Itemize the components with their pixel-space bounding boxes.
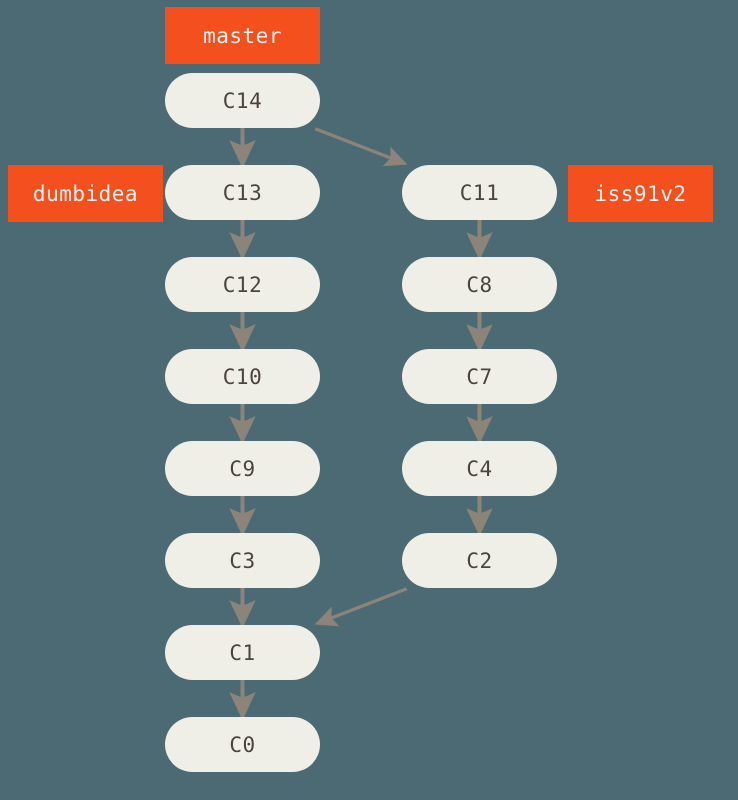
commit-node-c11[interactable]: C11 (402, 165, 557, 220)
commit-node-label: C8 (466, 272, 493, 297)
commit-node-c4[interactable]: C4 (402, 441, 557, 496)
commit-node-label: C7 (466, 364, 493, 389)
commit-node-label: C3 (229, 548, 256, 573)
commit-node-c3[interactable]: C3 (165, 533, 320, 588)
commit-node-c7[interactable]: C7 (402, 349, 557, 404)
ref-label-dumbidea[interactable]: dumbidea (8, 165, 163, 222)
commit-node-c0[interactable]: C0 (165, 717, 320, 772)
commit-node-c1[interactable]: C1 (165, 625, 320, 680)
commit-node-label: C0 (229, 732, 256, 757)
ref-label-text: master (203, 23, 282, 48)
commit-node-label: C12 (222, 272, 263, 297)
commit-node-label: C11 (459, 180, 500, 205)
commit-node-label: C4 (466, 456, 493, 481)
commit-node-c12[interactable]: C12 (165, 257, 320, 312)
commit-node-c9[interactable]: C9 (165, 441, 320, 496)
commit-node-c13[interactable]: C13 (165, 165, 320, 220)
commit-node-c8[interactable]: C8 (402, 257, 557, 312)
commit-node-label: C1 (229, 640, 256, 665)
commit-node-label: C2 (466, 548, 493, 573)
ref-label-master[interactable]: master (165, 7, 320, 64)
commit-node-c14[interactable]: C14 (165, 73, 320, 128)
commit-node-label: C9 (229, 456, 256, 481)
edge-c14-c11 (314, 127, 408, 167)
edge-c2-c1 (314, 587, 408, 627)
ref-label-text: iss91v2 (594, 181, 687, 206)
commit-node-label: C13 (222, 180, 263, 205)
ref-label-text: dumbidea (32, 181, 139, 206)
commit-node-label: C10 (222, 364, 263, 389)
commit-node-c2[interactable]: C2 (402, 533, 557, 588)
commit-node-c10[interactable]: C10 (165, 349, 320, 404)
ref-label-iss91v2[interactable]: iss91v2 (568, 165, 713, 222)
commit-node-label: C14 (222, 88, 263, 113)
